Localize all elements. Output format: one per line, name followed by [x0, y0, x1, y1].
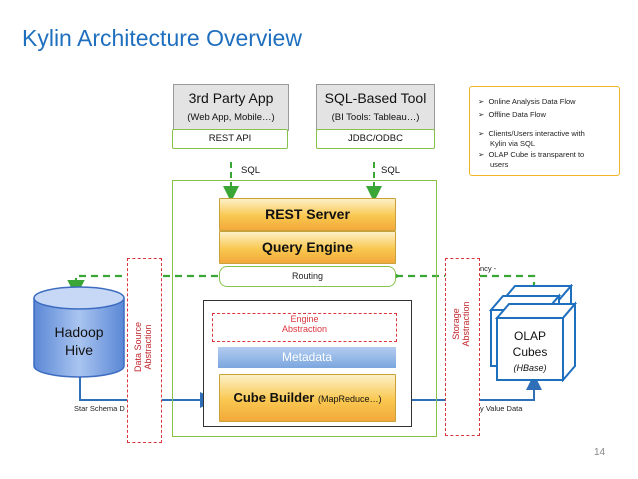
legend-offline-text: Offline Data Flow	[488, 110, 546, 119]
builder-to-cubes-flow	[396, 374, 542, 401]
legend-online-item: ➢ Online Analysis Data Flow	[478, 97, 576, 106]
kylin-server-container	[172, 180, 437, 437]
hadoop-hive-label: Hadoop Hive	[54, 324, 104, 358]
legend-clients-text-2: Kylin via SQL	[490, 139, 536, 148]
slide-title: Kylin Architecture Overview	[22, 25, 302, 51]
legend-box: ➢ Online Analysis Data Flow ➢ Offline Da…	[469, 86, 620, 176]
rest-api-label: REST API	[172, 129, 288, 149]
third-party-app-subtitle: (Web App, Mobile…)	[187, 112, 275, 123]
sql-tool-subtitle: (BI Tools: Tableau…)	[331, 112, 420, 123]
third-party-app-title: 3rd Party App	[188, 90, 274, 106]
metadata-bar: Metadata	[218, 347, 396, 368]
data-source-abstraction-label: Data Source Abstraction	[133, 321, 153, 373]
cube-builder-label: Cube Builder	[233, 390, 315, 405]
page-number: 14	[594, 447, 606, 458]
sql-label-right: SQL	[381, 165, 401, 176]
legend-clients-text: Clients/Users interactive with	[488, 129, 585, 138]
data-source-abstraction-box: Data Source Abstraction	[127, 258, 162, 443]
storage-abstraction-label: Storage Abstraction	[451, 301, 471, 347]
sql-tool-title: SQL-Based Tool	[324, 90, 427, 106]
cube-builder-box: Cube Builder (MapReduce…)	[219, 374, 396, 422]
legend-online-text: Online Analysis Data Flow	[488, 97, 576, 106]
rest-server-box: REST Server	[219, 198, 396, 231]
hive-to-builder-flow	[79, 377, 216, 408]
star-schema-text: Star Schema D	[74, 404, 125, 413]
engine-abstraction-line2: Abstraction	[281, 324, 328, 334]
legend-offline-item: ➢ Offline Data Flow	[478, 110, 546, 119]
legend-clients-item: ➢ Clients/Users interactive with	[478, 129, 585, 138]
key-value-text: y Value Data	[480, 404, 523, 413]
third-party-app-box: 3rd Party App (Web App, Mobile…)	[173, 84, 289, 131]
olap-cubes-stack	[488, 284, 578, 382]
routing-box: Routing	[219, 266, 396, 287]
jdbc-odbc-label: JDBC/ODBC	[316, 129, 435, 149]
sql-tool-box: SQL-Based Tool (BI Tools: Tableau…)	[316, 84, 435, 131]
query-engine-box: Query Engine	[219, 231, 396, 264]
olap-cubes-label: OLAP Cubes (HBase)	[512, 329, 548, 373]
legend-olap-item: ➢ OLAP Cube is transparent to	[478, 150, 585, 159]
engine-abstraction-line1: Engine	[290, 314, 319, 324]
latency-text: ncy -	[480, 264, 497, 273]
cube-builder-sub: (MapReduce…)	[318, 394, 382, 404]
hadoop-hive-cylinder	[33, 286, 125, 378]
legend-olap-text-2: users	[490, 160, 509, 169]
legend-olap-text: OLAP Cube is transparent to	[488, 150, 585, 159]
engine-abstraction-box: Engine Abstraction	[212, 313, 397, 342]
sql-label-left: SQL	[241, 165, 261, 176]
storage-abstraction-box: Storage Abstraction	[445, 258, 480, 436]
